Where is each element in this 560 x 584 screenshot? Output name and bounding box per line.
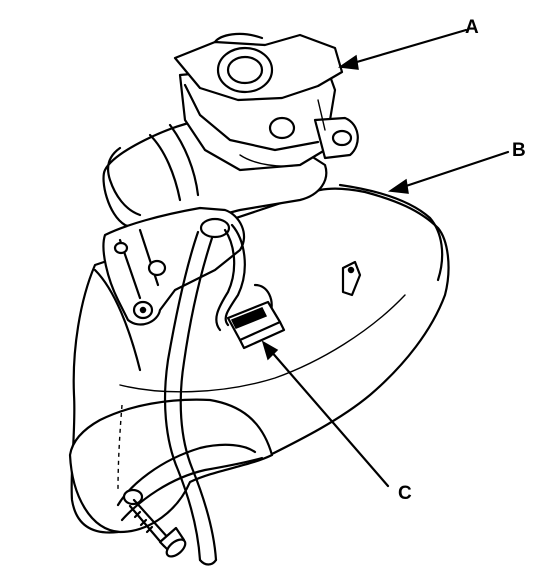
callout-a-label: A bbox=[465, 17, 479, 38]
linkage-bracket bbox=[102, 206, 246, 326]
callout-b-label: B bbox=[512, 140, 526, 161]
callout-c-label: C bbox=[398, 483, 412, 504]
motor-assembly bbox=[102, 32, 359, 230]
screw bbox=[128, 498, 187, 558]
leader-c bbox=[261, 340, 390, 488]
leader-b bbox=[387, 150, 510, 194]
cable bbox=[163, 230, 218, 566]
connector bbox=[226, 300, 286, 350]
leader-a bbox=[337, 28, 468, 70]
